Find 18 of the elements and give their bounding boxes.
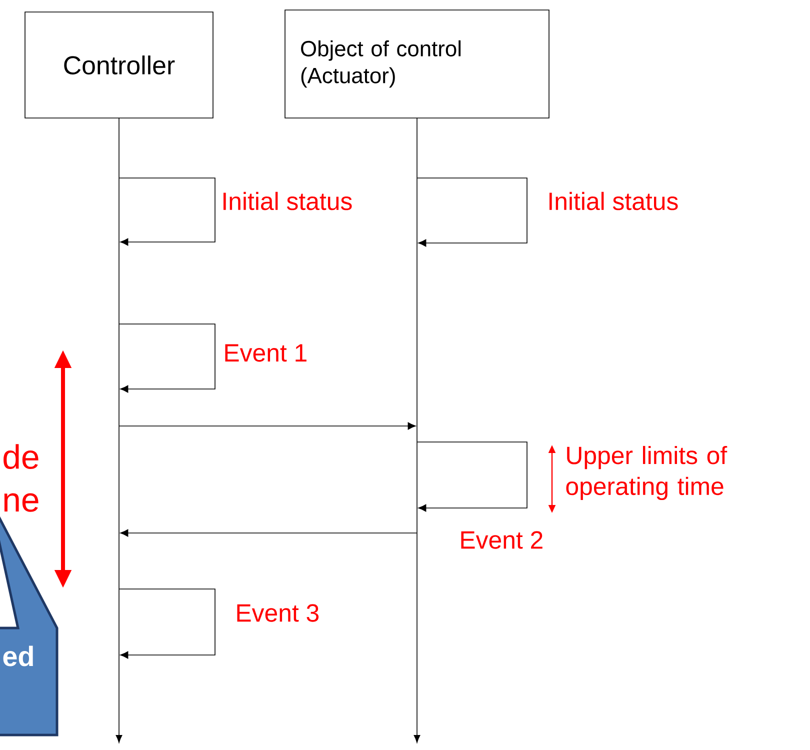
message-arrow (118, 422, 416, 430)
edge-label: Event 2 (458, 530, 545, 550)
message-arrow (120, 529, 418, 537)
note-text: Upper limits of operating time (566, 446, 728, 500)
edge-label: Initial status (546, 190, 680, 212)
edge-label: Initial status (220, 190, 354, 212)
self-message-arrow (118, 178, 216, 246)
lifeline-box: Controller (24, 12, 214, 118)
note-text: de ne (4, 444, 38, 512)
self-message-arrow (416, 442, 528, 512)
self-message-arrow (416, 178, 528, 247)
self-message-arrow (118, 324, 216, 393)
edge-label: Event 1 (222, 343, 309, 363)
lifeline (116, 118, 122, 743)
lifeline (414, 118, 420, 743)
edge-label: Event 3 (234, 603, 321, 623)
self-message-arrow (118, 588, 216, 659)
lifeline-box: Object of control (Actuator) (284, 10, 550, 118)
